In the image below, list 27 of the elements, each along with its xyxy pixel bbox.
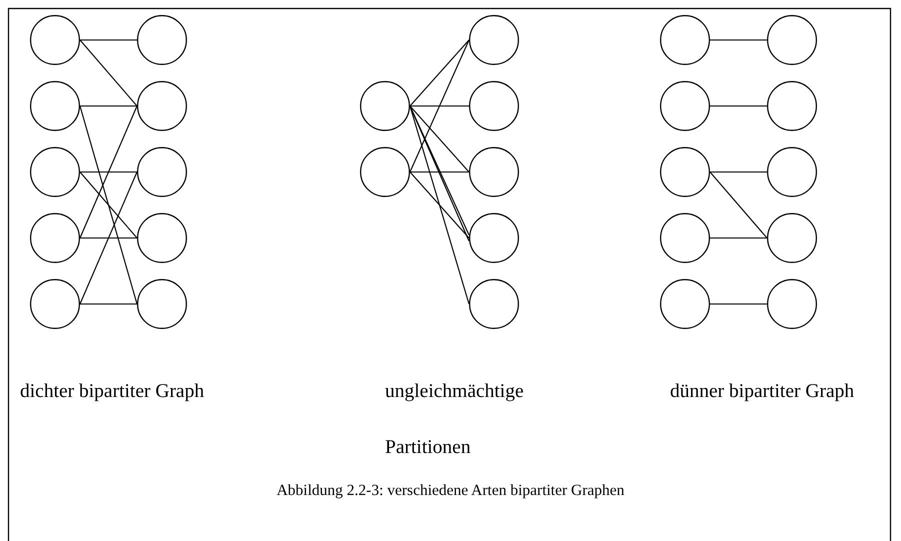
graph-edge [79,106,138,304]
graph-edge [80,40,138,106]
graph-edge [80,172,138,238]
graph-edge [80,172,138,304]
graph-edge [710,172,768,238]
graph-edge [410,105,469,107]
graph-edge [710,171,767,173]
graph-edge [410,172,470,238]
graph-edge [710,237,767,239]
graph-edge [80,39,137,41]
graph-edge [80,106,138,238]
graph-edge [410,171,469,173]
graph-edge [410,106,470,172]
figure-caption: Abbildung 2.2-3: verschiedene Arten bipartiter Graphen [276,482,624,500]
graph-edge [80,237,137,239]
graph-edge [410,40,470,172]
graph-caption: dichter bipartiter Graph [20,380,206,404]
graph-caption: ungleichmächtige Partitionen [385,380,525,460]
graph-edge [710,105,767,107]
graph-edge [409,106,470,304]
graph-edge [710,303,767,305]
graph-edge [80,105,137,107]
graph-caption: dünner bipartiter Graph [670,380,856,404]
graph-edge [80,171,137,173]
graph-edge [410,40,470,106]
graph-edge [80,303,137,305]
graph-edge [710,39,767,41]
